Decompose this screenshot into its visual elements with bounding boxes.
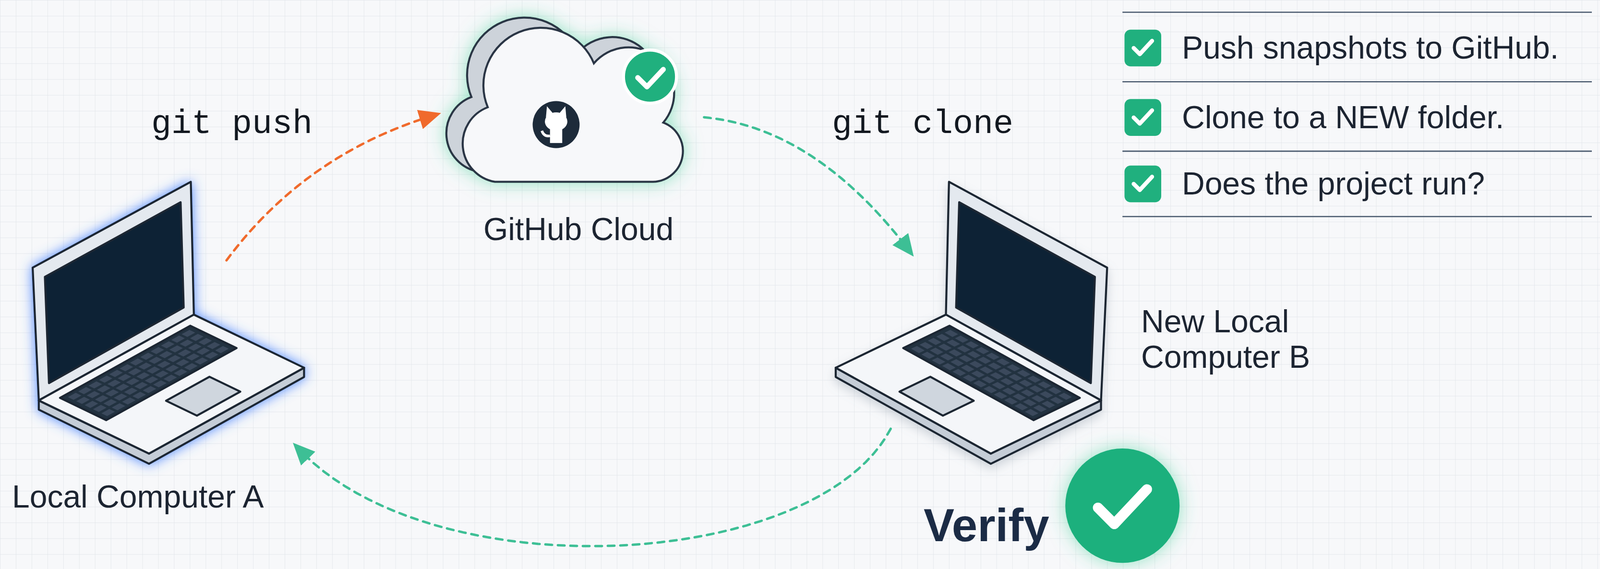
flow-arrow: [295, 428, 891, 546]
checklist-item: Push snapshots to GitHub.: [1181, 30, 1559, 66]
node-label: GitHub Cloud: [434, 211, 723, 248]
laptop-node: New Local Computer B: [833, 178, 1110, 470]
edge-label: Verify: [923, 499, 1050, 552]
checklist-rules: [1122, 12, 1592, 217]
edge-label: git push: [151, 105, 313, 144]
checklist-item: Clone to a NEW folder.: [1181, 99, 1504, 136]
cloud-node: GitHub Cloud: [464, 15, 679, 189]
edge-label: git clone: [831, 105, 1014, 144]
laptop-b-figure: [835, 181, 1107, 464]
laptop-node: Local Computer A: [30, 178, 307, 470]
checkbox: [1124, 29, 1162, 203]
cloud-check-badge: [623, 49, 677, 104]
node-label: New Local Computer B: [1141, 303, 1348, 375]
laptop-a-figure: [32, 181, 304, 464]
node-label: Local Computer A: [12, 479, 265, 515]
verify-check: [1065, 448, 1180, 563]
checklist-item: Does the project run?: [1181, 166, 1485, 202]
github-logo: [532, 101, 580, 149]
cloud-figure: [446, 17, 684, 182]
